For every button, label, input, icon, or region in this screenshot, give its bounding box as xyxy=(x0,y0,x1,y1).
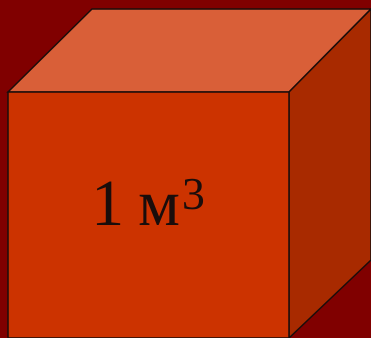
cube-front-face xyxy=(7,91,290,338)
volume-label: 1 м 3 xyxy=(8,92,288,338)
volume-exponent: 3 xyxy=(181,168,205,219)
volume-number: 1 xyxy=(91,167,125,240)
volume-unit: м xyxy=(138,167,180,240)
